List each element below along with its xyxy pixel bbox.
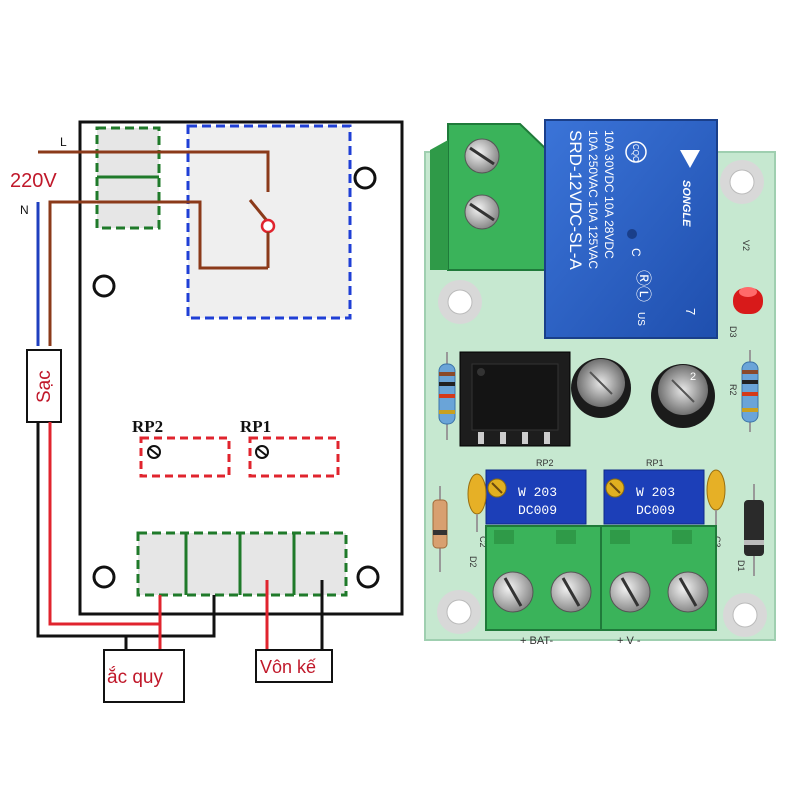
schematic: RP2 RP1 L N 220V Sạc ắc (10, 120, 404, 703)
rp1-trimmer-date: DC009 (636, 503, 675, 518)
charger-label: Sạc (34, 370, 55, 403)
rp2-trimmer: W 203 DC009 (485, 469, 587, 525)
relay-model: SRD-12VDC-SL-A (566, 130, 585, 270)
mount-hole-icon (438, 280, 482, 324)
relay-pin-number: 7 (683, 308, 698, 315)
mains-voltage-label: 220V (10, 170, 57, 192)
pcb-rp1-label: RP1 (646, 458, 664, 468)
rp2-label: RP2 (132, 417, 163, 436)
rp1-screw-icon (255, 445, 269, 459)
ceramic-cap-c2-icon (467, 473, 487, 532)
terminal-v-label: + V - (617, 635, 641, 647)
relay-rating-1: 10A 250VAC 10A 125VAC (586, 130, 600, 269)
resistor-r2-icon (741, 350, 759, 432)
relay-c: C (629, 248, 643, 257)
ic-chip-icon (459, 351, 571, 447)
line-label: L (60, 135, 67, 149)
line-wire (38, 150, 270, 192)
rp1-trimmer-code: W 203 (636, 485, 675, 500)
voltmeter-box (255, 649, 333, 683)
led-icon (733, 287, 763, 314)
label-d3: D3 (728, 326, 738, 338)
voltmeter-label: Vôn kế (260, 657, 316, 677)
capacitor-icon: 2 (651, 364, 715, 428)
neutral-label: N (20, 203, 29, 217)
charger-feed-wire (48, 200, 268, 346)
rp1-label: RP1 (240, 417, 271, 436)
relay-brand: SONGLE (680, 180, 692, 227)
relay: SRD-12VDC-SL-A 10A 250VAC 10A 125VAC 10A… (544, 119, 718, 339)
relay-rating-2: 10A 30VDC 10A 28VDC (602, 130, 616, 259)
label-r2: R2 (728, 384, 738, 396)
mount-hole-icon (723, 593, 767, 637)
rp2-trimmer-code: W 203 (518, 485, 557, 500)
diode-d1-icon (744, 484, 764, 576)
capacitor-marking: 2 (690, 371, 696, 383)
label-c2: C2 (478, 536, 488, 548)
relay-us: US (635, 312, 646, 326)
songle-logo-icon (680, 150, 700, 168)
mount-hole (92, 274, 116, 298)
label-v2: V2 (741, 240, 751, 251)
battery-box (103, 649, 185, 703)
charger-box (26, 349, 62, 423)
mains-terminal-block (430, 123, 546, 271)
relay-pin-dot (627, 229, 637, 239)
relay-switch-arm (248, 199, 270, 223)
terminal-bat-label: + BAT- (520, 635, 553, 647)
mount-hole (356, 565, 380, 589)
mount-hole-icon (720, 160, 764, 204)
battery-label: ắc quy (107, 666, 163, 688)
diode-d2-icon (432, 486, 448, 572)
cqc-logo-icon (625, 141, 647, 163)
capacitor-icon (571, 358, 631, 418)
output-terminal-block (485, 525, 717, 631)
rp1-trimmer: W 203 DC009 (603, 469, 705, 525)
rp2-trimmer-date: DC009 (518, 503, 557, 518)
relay-contact-icon (260, 218, 276, 234)
mount-hole-icon (437, 590, 481, 634)
pcb-board: SRD-12VDC-SL-A 10A 250VAC 10A 125VAC 10A… (424, 119, 776, 647)
resistor-r1-icon (438, 352, 456, 440)
mount-hole (92, 565, 116, 589)
rp2-screw-icon (147, 445, 161, 459)
pcb-rp2-label: RP2 (536, 458, 554, 468)
charger-positive-wire (48, 422, 162, 626)
label-d1: D1 (736, 560, 746, 572)
output-terminal (136, 531, 348, 597)
label-d2: D2 (468, 556, 478, 568)
ceramic-cap-c3-icon (706, 469, 726, 532)
relay-ul-icon: ⓇⓁ (634, 270, 652, 302)
mount-hole (353, 166, 377, 190)
relay-cqc: CQC (631, 144, 640, 162)
